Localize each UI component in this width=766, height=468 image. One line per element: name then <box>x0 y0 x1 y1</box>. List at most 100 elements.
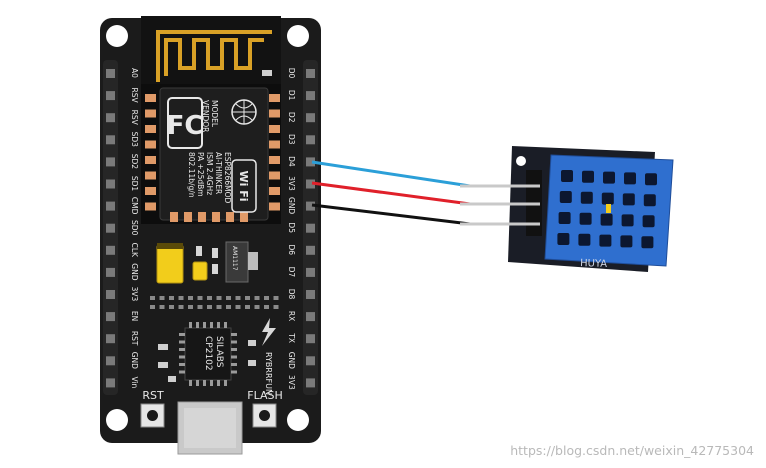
mount-hole-top-right <box>287 25 309 47</box>
vent-hole <box>599 234 612 247</box>
left-pin-pad <box>106 378 115 388</box>
vent-hole <box>600 213 613 226</box>
left-pin-label: CMD <box>130 197 139 215</box>
chip-pin <box>189 380 192 386</box>
right-pin-label: D7 <box>287 267 296 278</box>
pcb-dot <box>254 305 260 309</box>
model-value-text: ESP8266MOD <box>223 152 232 203</box>
vent-hole <box>620 235 633 248</box>
left-pin-pad <box>106 179 115 189</box>
module-pad-left <box>145 125 156 133</box>
pcb-dot <box>226 296 231 300</box>
left-pin-label: RSV <box>130 88 139 104</box>
module-pad-right <box>269 202 280 211</box>
right-pin-pad <box>306 334 315 344</box>
chip-model-label: CP2102 <box>203 336 213 371</box>
mount-hole-top-left <box>106 25 128 47</box>
chip-pin <box>217 322 220 328</box>
left-pin-label: GND <box>130 263 139 280</box>
chip-pin <box>179 355 185 359</box>
module-pad-bottom <box>226 212 234 222</box>
pcb-dot <box>235 296 241 300</box>
left-pin-label: 3V3 <box>130 287 139 302</box>
vent-hole <box>621 214 634 227</box>
protocol-text: 802.11b/g/n <box>187 152 196 198</box>
right-pin-pad <box>306 267 315 277</box>
left-pin-pad <box>106 69 115 78</box>
flash-button[interactable] <box>252 403 277 428</box>
pcb-dot <box>207 296 212 300</box>
right-pin-label: D0 <box>287 68 296 79</box>
right-pin-label: D4 <box>287 156 296 167</box>
right-pin-pad <box>306 356 315 366</box>
pcb-dot <box>216 296 222 300</box>
pcb-dot <box>254 296 260 300</box>
chip-pin <box>210 322 213 328</box>
pcb-dot <box>169 296 174 300</box>
right-pin-pad <box>306 91 315 101</box>
pcb-dot <box>178 305 184 309</box>
chip-pin <box>179 340 185 344</box>
chip-pin <box>210 380 213 386</box>
left-pin-label: RSV <box>130 110 139 126</box>
module-pad-bottom <box>170 212 178 222</box>
pcb-dot <box>245 305 250 309</box>
chip-pin <box>179 348 185 351</box>
right-pin-pad <box>306 201 315 211</box>
jumper-wires <box>311 160 515 226</box>
right-pin-pad <box>306 179 315 189</box>
module-pad-right <box>269 171 280 180</box>
chip-pin <box>231 333 237 336</box>
left-header-pins <box>106 69 115 388</box>
left-pin-pad <box>106 312 115 322</box>
left-pin-pad <box>106 201 115 211</box>
chip-pin <box>231 355 237 359</box>
pcb-dot <box>216 305 222 309</box>
left-pin-pad <box>106 267 115 277</box>
pcb-dot <box>264 296 269 300</box>
pcb-dot <box>159 305 165 309</box>
mount-hole-bottom-right <box>287 409 309 431</box>
right-pin-pad <box>306 69 315 78</box>
chip-pin <box>179 370 185 374</box>
pcb-dot <box>150 296 155 300</box>
left-pin-pad <box>106 91 115 101</box>
data-wire-blue <box>311 160 515 188</box>
status-led <box>262 70 272 76</box>
chip-pin <box>231 340 237 344</box>
left-pin-pad <box>106 245 115 255</box>
pcb-dot <box>207 305 212 309</box>
tantalum-capacitor-small <box>192 261 208 281</box>
left-pin-label: RST <box>130 331 139 346</box>
right-pin-pad <box>306 223 315 233</box>
vendor-text: VENDOR <box>201 100 210 132</box>
pcb-dot <box>169 305 174 309</box>
dht11-sensor-module: HUYA <box>460 146 674 272</box>
right-pin-pad <box>306 245 315 255</box>
module-pad-left <box>145 140 156 149</box>
right-pin-label: GND <box>287 352 296 369</box>
left-pin-label: A0 <box>130 68 139 78</box>
left-pin-pad <box>106 135 115 145</box>
rst-button[interactable] <box>140 403 165 428</box>
fcc-mark: FC <box>167 111 204 141</box>
right-pin-label: D8 <box>287 289 296 300</box>
chip-pin <box>189 322 192 328</box>
right-pin-pad <box>306 290 315 299</box>
chip-pin <box>179 333 185 336</box>
left-pin-pad <box>106 290 115 299</box>
flash-button-label: FLASH <box>247 389 283 402</box>
chip-pin <box>203 380 206 386</box>
model-text: MODEL <box>210 100 219 128</box>
module-pad-left <box>145 109 156 118</box>
vendor-value-text: AI-THINKER <box>214 152 223 194</box>
module-pad-right <box>269 187 280 195</box>
module-castellated-pads <box>145 94 280 222</box>
fcc-logo: FC <box>167 97 204 149</box>
left-pin-label: CLK <box>130 243 139 258</box>
right-pin-pad <box>306 157 315 167</box>
usb-uart-chip: SILABS CP2102 <box>179 322 237 386</box>
chip-pin <box>196 380 199 386</box>
pcb-dot-row <box>150 296 279 309</box>
